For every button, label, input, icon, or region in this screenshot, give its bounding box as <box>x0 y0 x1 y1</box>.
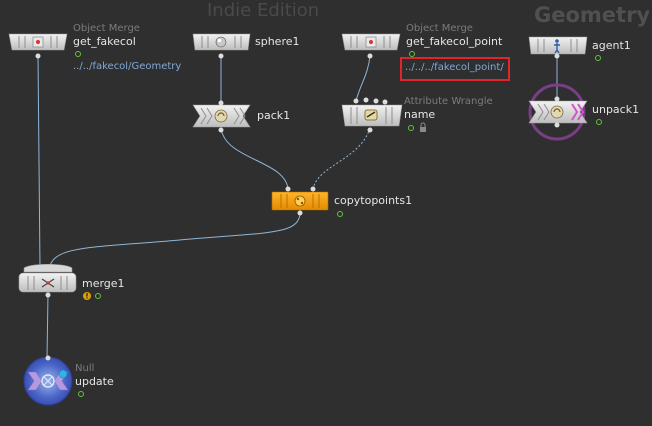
wire-merge1-update <box>46 293 49 359</box>
copytopoints1-name[interactable]: copytopoints1 <box>334 194 413 207</box>
get_fakecol_point-name[interactable]: get_fakecol_point <box>406 35 503 48</box>
get_fakecol-display-flag[interactable] <box>75 51 81 57</box>
pack-icon <box>214 109 228 123</box>
node-merge1[interactable] <box>18 263 77 298</box>
copytopoints1-display-flag[interactable] <box>337 211 343 217</box>
unpack-icon <box>550 105 564 119</box>
node-pack1[interactable] <box>192 100 251 133</box>
node-sphere1[interactable] <box>192 33 251 59</box>
unpack1-name[interactable]: unpack1 <box>592 103 640 116</box>
wire-get_fakecol-merge1 <box>37 55 41 269</box>
context-watermark: Geometry <box>534 3 651 27</box>
sphere1-name[interactable]: sphere1 <box>255 35 300 48</box>
wire-pack1-copytopoints1 <box>220 127 289 190</box>
name-display-flag[interactable] <box>408 125 414 131</box>
warning-badge <box>83 292 91 300</box>
merge1-display-flag[interactable] <box>95 293 101 299</box>
node-agent1[interactable] <box>528 36 588 59</box>
wire-copytopoints1-merge1 <box>48 211 301 271</box>
node-get_fakecol[interactable] <box>8 33 68 59</box>
wire-get_fakecol_point-name <box>355 55 371 102</box>
wire-name-copytopoints1 <box>312 127 371 190</box>
update-display-flag[interactable] <box>78 391 84 397</box>
get_fakecol_point-objpath[interactable]: ../../../fakecol_point/ <box>405 62 504 73</box>
name-name[interactable]: name <box>404 108 436 121</box>
agent1-name[interactable]: agent1 <box>592 39 631 52</box>
get_fakecol-name[interactable]: get_fakecol <box>73 35 136 48</box>
template-flag-chevrons <box>571 103 585 121</box>
agent1-display-flag[interactable] <box>595 55 601 61</box>
unpack1-display-flag[interactable] <box>596 119 602 125</box>
update-type: Null <box>75 363 95 374</box>
pack1-name[interactable]: pack1 <box>257 109 291 122</box>
wires <box>37 55 558 359</box>
agent-icon <box>554 39 560 54</box>
update-name[interactable]: update <box>75 375 114 388</box>
get_fakecol-type: Object Merge <box>73 23 140 34</box>
get_fakecol_point-display-flag[interactable] <box>409 51 415 57</box>
copy-to-points-icon <box>294 195 306 207</box>
node-name[interactable] <box>341 97 403 133</box>
null-icon <box>41 374 55 388</box>
display-flag-badge <box>58 369 68 379</box>
wrangle-icon <box>364 109 378 121</box>
node-copytopoints1[interactable] <box>271 186 329 216</box>
param-highlight-box <box>400 57 510 81</box>
name-type: Attribute Wrangle <box>404 96 493 107</box>
node-get_fakecol_point[interactable] <box>341 33 401 59</box>
get_fakecol-objpath[interactable]: ../../fakecol/Geometry <box>73 61 182 72</box>
lock-icon <box>420 122 426 132</box>
edition-watermark: Indie Edition <box>207 0 320 21</box>
get_fakecol_point-type: Object Merge <box>406 23 473 34</box>
node-unpack1[interactable] <box>528 83 588 141</box>
node-update[interactable] <box>23 355 73 406</box>
sphere-icon <box>215 36 227 48</box>
merge1-name[interactable]: merge1 <box>82 277 125 290</box>
merge-icon <box>41 278 55 288</box>
